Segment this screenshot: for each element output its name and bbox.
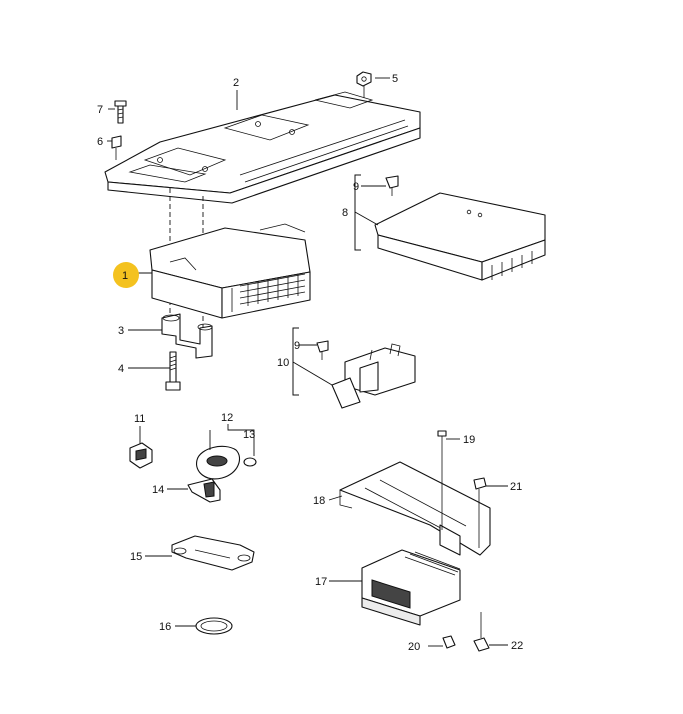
label-22[interactable]: 22 [511,640,523,652]
label-13[interactable]: 13 [243,429,255,441]
label-8[interactable]: 8 [342,207,348,219]
key-blade-part-14 [187,478,221,503]
label-4[interactable]: 4 [118,363,124,375]
grommet-part-11 [129,442,153,469]
bracket-part-18 [339,461,491,556]
label-10[interactable]: 10 [277,357,289,369]
label-2[interactable]: 2 [233,77,239,89]
label-12[interactable]: 12 [221,412,233,424]
label-20[interactable]: 20 [408,641,420,653]
module-part-17 [361,549,461,626]
module-part-8 [374,192,546,281]
highlight-marker[interactable] [113,262,139,288]
nut-part-22 [473,612,490,652]
nut-part-20 [442,635,456,649]
nut-part-6 [111,135,122,160]
label-19[interactable]: 19 [463,434,475,446]
ring-part-16 [195,617,233,635]
mounting-plate-part-2 [104,91,421,204]
label-1[interactable]: 1 [122,270,128,282]
control-unit-part-1 [149,223,311,319]
antenna-part-15 [171,535,255,571]
label-21[interactable]: 21 [510,481,522,493]
bracket-part-3 [161,313,213,359]
label-9-b[interactable]: 9 [294,340,300,352]
label-16[interactable]: 16 [159,621,171,633]
clip-part-9b [316,340,329,360]
screw-part-7 [114,100,127,124]
label-14[interactable]: 14 [152,484,164,496]
nut-part-5 [356,71,372,98]
label-18[interactable]: 18 [313,495,325,507]
button-part-13 [243,457,257,467]
screw-part-19 [437,430,447,530]
clip-part-9a [385,175,399,196]
label-17[interactable]: 17 [315,576,327,588]
label-15[interactable]: 15 [130,551,142,563]
label-5[interactable]: 5 [392,73,398,85]
label-7[interactable]: 7 [97,104,103,116]
label-6[interactable]: 6 [97,136,103,148]
group-bracket-10 [292,327,299,396]
relay-part-10 [331,343,416,409]
key-fob-part-12 [196,445,240,480]
bolt-part-4 [165,351,181,391]
connector-pins [239,273,306,306]
label-9-a[interactable]: 9 [353,181,359,193]
label-11[interactable]: 11 [134,413,145,425]
screw-part-21 [473,477,487,548]
label-3[interactable]: 3 [118,325,124,337]
